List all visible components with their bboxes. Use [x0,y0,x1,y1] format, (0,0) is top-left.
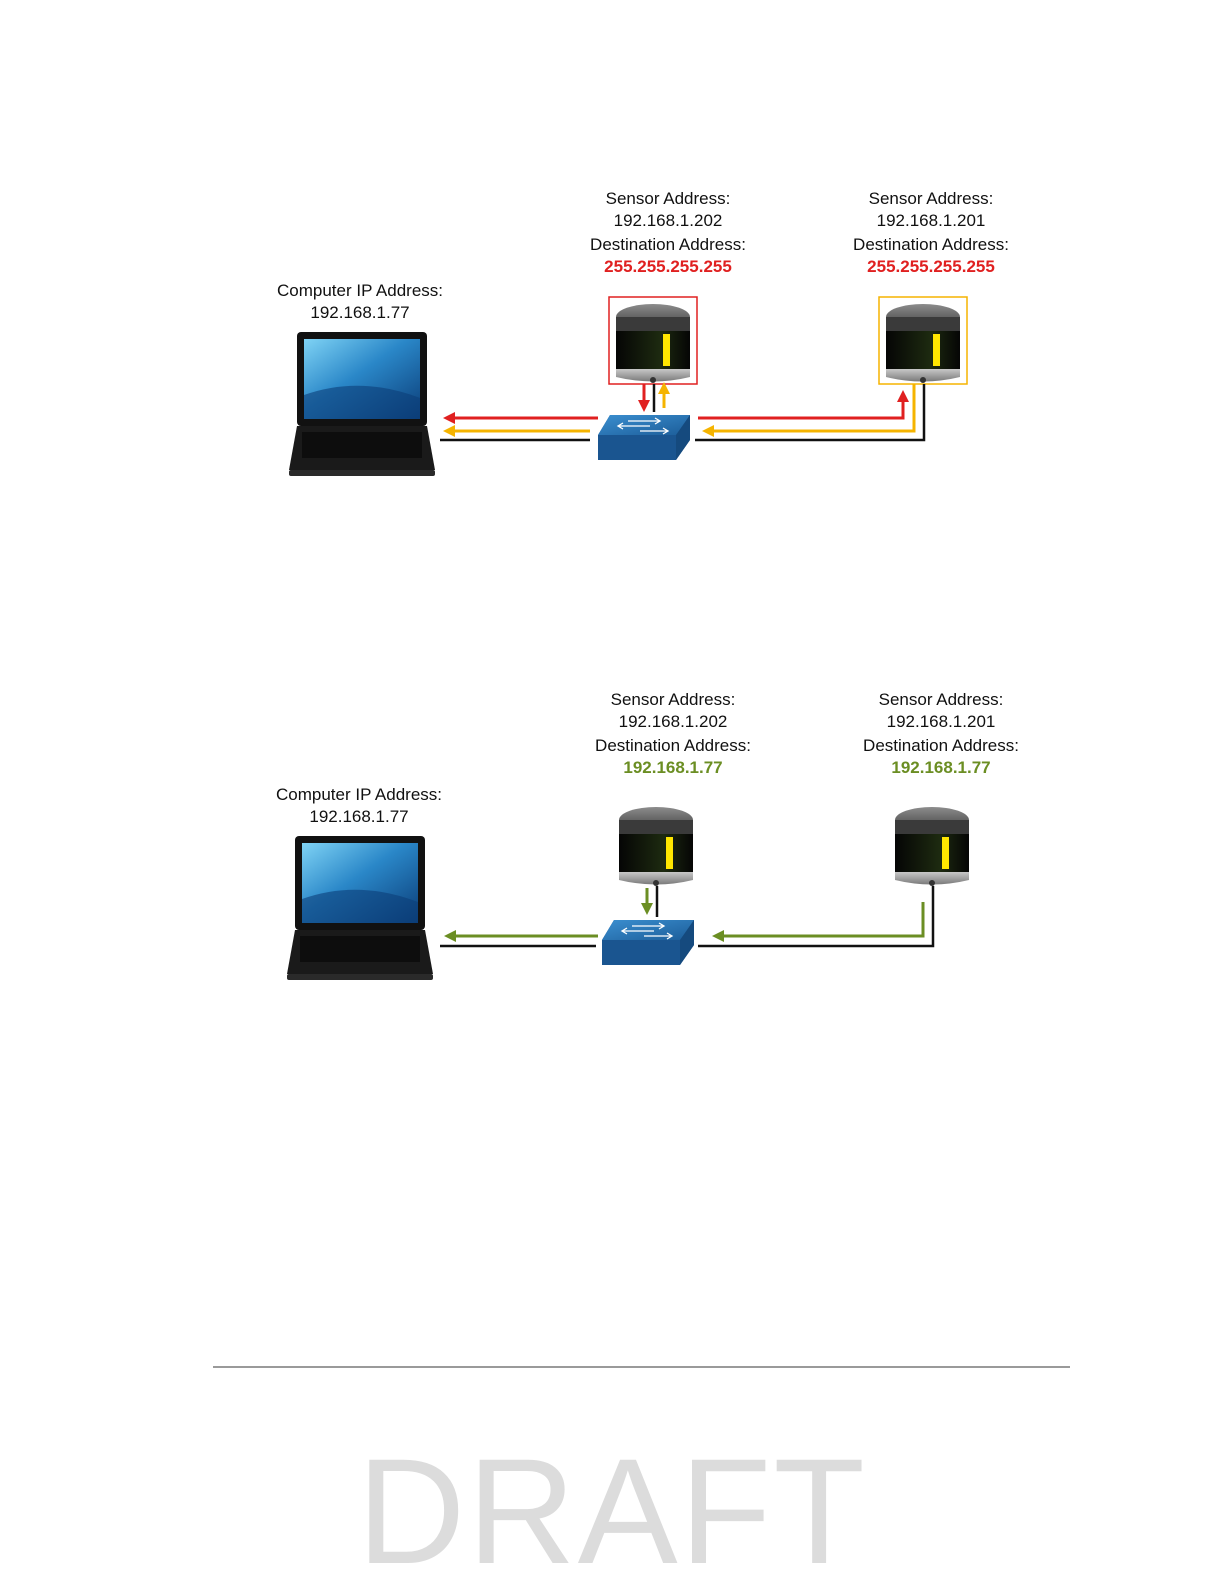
sensor-address-caption: Sensor Address: [605,189,731,208]
computer-ip-caption: Computer IP Address: [277,281,443,300]
sensor-a-label: Sensor Address: 192.168.1.202 Destinatio… [595,689,751,779]
lidar-sensor-icon [608,296,698,385]
sensor-address-value: 192.168.1.201 [876,211,986,230]
sensor-address-value: 192.168.1.202 [618,712,728,731]
draft-watermark: DRAFT [357,1427,867,1595]
computer-ip-value: 192.168.1.77 [310,303,410,322]
sensor-address-caption: Sensor Address: [610,690,736,709]
sensor-address-value: 192.168.1.201 [886,712,996,731]
destination-address-value: 192.168.1.77 [891,758,991,777]
sensor-address-caption: Sensor Address: [878,690,1004,709]
sensor-address-caption: Sensor Address: [868,189,994,208]
destination-address-value: 255.255.255.255 [867,257,995,276]
computer-ip-value: 192.168.1.77 [309,807,409,826]
destination-address-caption: Destination Address: [595,736,751,755]
unicast-network-graphic [287,807,969,980]
destination-address-caption: Destination Address: [853,235,1009,254]
broadcast-diagram: Computer IP Address: 192.168.1.77 Sensor… [0,170,1224,500]
network-switch-icon [598,415,690,460]
computer-ip-caption: Computer IP Address: [276,785,442,804]
lidar-sensor-icon [895,807,969,886]
unicast-diagram: Computer IP Address: 192.168.1.77 Sensor… [0,672,1224,1002]
lidar-sensor-icon [619,807,693,886]
network-switch-icon [602,920,694,965]
broadcast-arrow-yellow [702,384,916,437]
destination-address-caption: Destination Address: [863,736,1019,755]
sensor-b-label: Sensor Address: 192.168.1.201 Destinatio… [853,188,1009,278]
lidar-sensor-icon [878,296,968,385]
cable-line [698,886,935,948]
computer-label: Computer IP Address: 192.168.1.77 [276,784,442,828]
sensor-a-label: Sensor Address: 192.168.1.202 Destinatio… [590,188,746,278]
computer-label: Computer IP Address: 192.168.1.77 [277,280,443,324]
sensor-address-value: 192.168.1.202 [613,211,723,230]
sensor-b-label: Sensor Address: 192.168.1.201 Destinatio… [863,689,1019,779]
laptop-icon [287,836,433,980]
broadcast-arrow-red [698,390,909,420]
destination-address-caption: Destination Address: [590,235,746,254]
footer-divider [213,1366,1070,1368]
cable-line [695,384,926,442]
broadcast-network-graphic [289,296,968,476]
destination-address-value: 255.255.255.255 [604,257,732,276]
unicast-arrow-green [712,902,925,942]
laptop-icon [289,332,435,476]
destination-address-value: 192.168.1.77 [623,758,723,777]
